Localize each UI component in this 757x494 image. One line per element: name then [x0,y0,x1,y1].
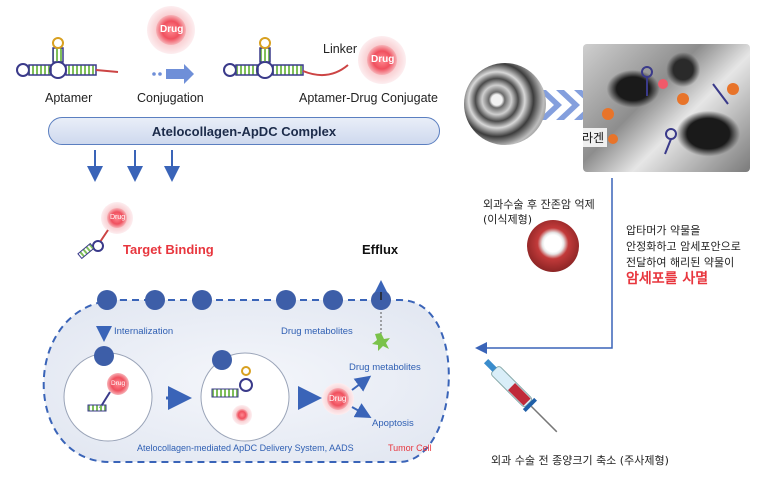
drug-metabolites-top-label: Drug metabolites [281,326,353,337]
mechanism-line-3: 전달하여 해리된 약물이 [626,256,735,269]
target-binding-aptamer-icon [77,202,133,260]
aptamer-label: Aptamer [45,91,93,105]
target-binding-label: Target Binding [123,242,214,257]
drug-label: Drug [160,24,184,35]
conjugation-label: Conjugation [137,91,204,105]
surgery-photo [527,220,579,272]
aads-label: Atelocollagen-mediated ApDC Delivery Sys… [137,443,354,453]
endosome-2-icon [200,350,290,442]
endosome-drug-label: Drug [111,380,126,387]
aptamer-icon [16,37,119,79]
complex-label: Atelocollagen-ApDC Complex [151,123,337,139]
collagen-photo [464,63,546,145]
metabolite-icon [372,333,390,351]
tumor-cell-label: Tumor Cell [388,443,432,453]
free-drug-icon [322,383,354,415]
receptor-icons [97,290,391,310]
target-binding-drug-label: Drug [110,214,126,221]
injection-caption: 외과 수술 전 종양크기 축소 (주사제형) [491,454,669,467]
surgery-caption-1: 외과수술 후 잔존암 억제 [483,198,595,211]
free-drug-label: Drug [329,394,347,403]
connector-arrow-icon [475,178,613,354]
apoptosis-label: Apoptosis [372,418,414,429]
internalization-label: Internalization [114,326,174,337]
endosome-1-icon [63,346,153,442]
linker-label: Linker [323,42,358,56]
down-arrows-icon [87,150,180,182]
sem-photo: 의료용 콜라겐 [583,44,750,172]
conjugate-icon [223,36,406,84]
conjugate-drug-label: Drug [371,54,395,65]
conjugate-label: Aptamer-Drug Conjugate [299,91,438,105]
complex-bar: Atelocollagen-ApDC Complex [48,117,440,145]
drug-icon [147,6,195,54]
conjugation-arrow-icon [152,64,194,84]
surgery-caption-2: (이식제형) [483,213,533,226]
mechanism-line-2: 안정화하고 암세포안으로 [626,240,741,253]
mechanism-line-1: 압타머가 약물을 [626,224,701,237]
collagen-label: 의료용 콜라겐 [583,128,608,147]
kill-label: 암세포를 사멸 [626,271,709,287]
efflux-label: Efflux [362,242,399,257]
drug-metabolites-label: Drug metabolites [349,362,421,373]
syringe-icon [483,358,558,433]
